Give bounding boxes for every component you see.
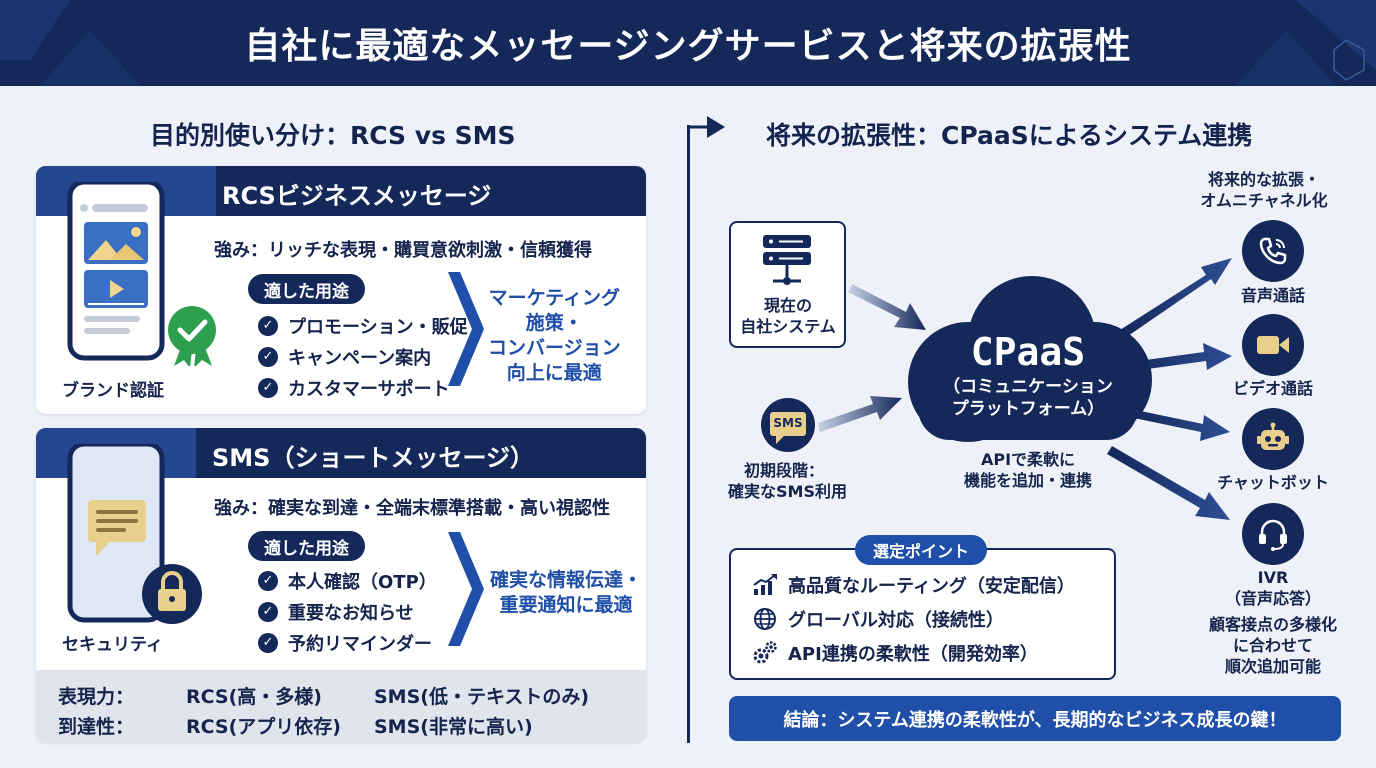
initial-stage-label: 初期段階： 確実なSMS利用	[728, 461, 847, 501]
header-decoration-right	[1236, 0, 1376, 86]
right-section-title: 将来の拡張性：CPaaSによるシステム連携	[766, 121, 1253, 150]
selection-points-label: 選定ポイント	[855, 535, 988, 565]
list-item: グローバル対応（接続性）	[752, 606, 1004, 632]
check-icon: ✓	[258, 377, 278, 398]
server-icon	[763, 235, 811, 285]
check-icon: ✓	[258, 601, 278, 622]
left-section-title: 目的別使い分け：RCS vs SMS	[150, 121, 516, 150]
api-note: APIで柔軟に 機能を追加・連携	[963, 450, 1092, 490]
cloud-icon	[908, 276, 1152, 442]
check-icon: ✓	[258, 346, 278, 367]
growth-chart-icon	[752, 572, 778, 598]
sms-card-title: SMS（ショートメッセージ）	[212, 444, 534, 472]
phone-icon	[1242, 220, 1304, 282]
channel-note: 顧客接点の多様化 に合わせて 順次追加可能	[1208, 615, 1337, 676]
rcs-use-list: ✓プロモーション・販促 ✓キャンペーン案内 ✓カスタマーサポート	[258, 310, 468, 403]
security-label: セキュリティ	[62, 635, 163, 655]
list-item: ✓キャンペーン案内	[258, 341, 468, 372]
check-icon: ✓	[258, 632, 278, 653]
chevron-right-icon	[448, 532, 484, 646]
arrow-right-icon	[687, 116, 725, 138]
comparison-table	[36, 670, 646, 742]
gears-icon	[752, 640, 778, 666]
list-item: ✓重要なお知らせ	[258, 596, 437, 627]
section-divider	[687, 125, 690, 743]
headset-icon	[1242, 503, 1304, 565]
header-banner: 自社に最適なメッセージングサービスと将来の拡張性	[0, 0, 1376, 86]
list-item: ✓プロモーション・販促	[258, 310, 468, 341]
list-item: ✓カスタマーサポート	[258, 372, 468, 403]
check-icon: ✓	[258, 315, 278, 336]
rcs-use-label: 適した用途	[248, 274, 365, 304]
video-camera-icon	[1242, 314, 1304, 376]
check-icon: ✓	[258, 570, 278, 591]
sms-phone-icon	[67, 444, 202, 624]
rcs-card: RCSビジネスメッセージ ブランド認証 強み：リッチな表現・購買意欲刺激・信頼獲…	[36, 166, 646, 414]
list-item: API連携の柔軟性（開発効率）	[752, 640, 1038, 666]
list-item: ✓予約リマインダー	[258, 627, 437, 658]
conclusion-banner: 結論：システム連携の柔軟性が、長期的なビジネス成長の鍵！	[729, 696, 1341, 741]
header-decoration-left	[0, 0, 140, 86]
rich-message-phone-icon	[67, 182, 216, 366]
channel-video-label: ビデオ通話	[1232, 379, 1313, 398]
brand-verification-label: ブランド認証	[62, 381, 164, 401]
list-item: ✓本人確認（OTP）	[258, 565, 437, 596]
cpaas-title: CPaaS	[970, 330, 1086, 374]
cpaas-subtitle: （コミュニケーション プラットフォーム）	[943, 377, 1113, 419]
channel-voice-label: 音声通話	[1240, 286, 1305, 305]
robot-icon	[1242, 408, 1304, 470]
sms-bubble-icon	[761, 398, 815, 452]
current-system-label: 現在の 自社システム	[740, 296, 836, 336]
rcs-card-title: RCSビジネスメッセージ	[222, 182, 492, 210]
sms-use-list: ✓本人確認（OTP） ✓重要なお知らせ ✓予約リマインダー	[258, 565, 437, 658]
sms-badge-text: SMS	[773, 416, 803, 430]
rcs-strength-text: 強み：リッチな表現・購買意欲刺激・信頼獲得	[214, 240, 592, 261]
sms-use-label: 適した用途	[248, 531, 365, 561]
list-item: 高品質なルーティング（安定配信）	[752, 572, 1075, 598]
channel-chatbot-label: チャットボット	[1217, 473, 1329, 492]
page-title: 自社に最適なメッセージングサービスと将来の拡張性	[244, 26, 1132, 67]
sms-strength-text: 強み：確実な到達・全端末標準搭載・高い視認性	[214, 498, 610, 519]
channel-ivr-label: IVR （音声応答）	[1224, 568, 1321, 608]
rcs-result-text: マーケティング 施策・ コンバージョン 向上に最適	[488, 287, 621, 384]
chevron-right-icon	[448, 272, 484, 386]
globe-icon	[752, 606, 778, 632]
sms-result-text: 確実な情報伝達・ 重要通知に最適	[490, 569, 643, 616]
expansion-title: 将来的な拡張・ オムニチャネル化	[1200, 170, 1328, 210]
